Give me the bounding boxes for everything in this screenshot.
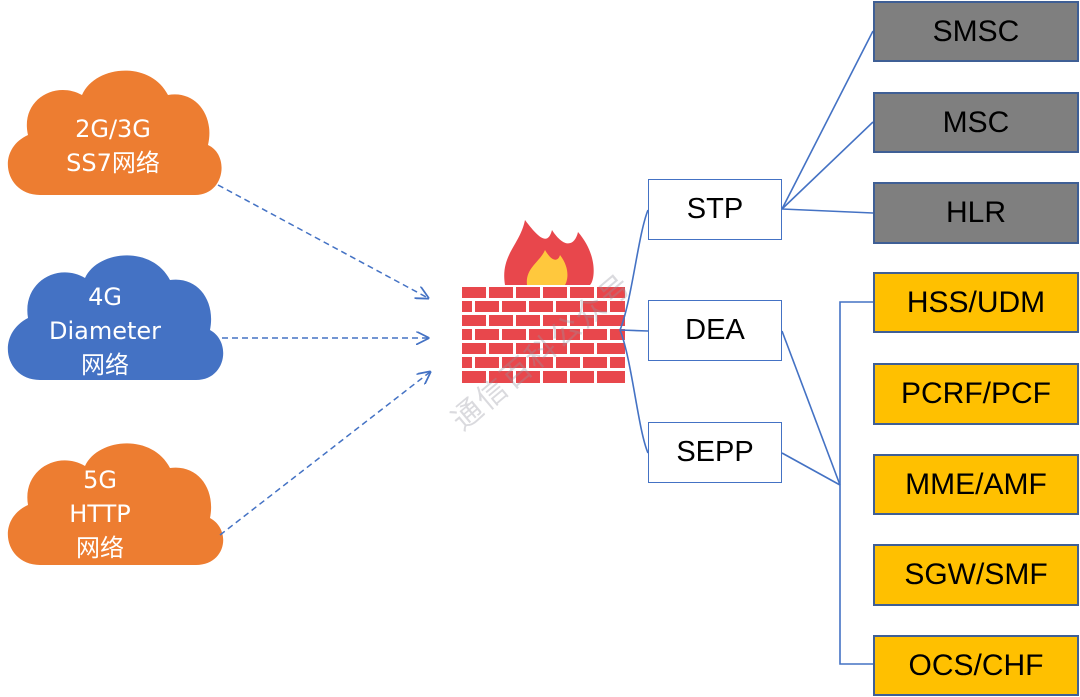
node-hlr: HLR [873,182,1079,244]
cloud-diameter: 4G Diameter 网络 [30,280,180,382]
cloud-ss7-shape [7,70,222,195]
arrow-http-to-firewall [219,372,430,536]
cloud-http-line-2: HTTP [69,500,131,528]
node-smsc: SMSC [873,1,1079,62]
stp-links [781,30,874,214]
node-mme-amf: MME/AMF [873,454,1079,515]
node-msc: MSC [873,92,1079,153]
cloud-ss7-line-2: SS7网络 [66,149,160,177]
gateway-dea: DEA [648,300,782,361]
cloud-diameter-shape [7,255,224,380]
firewall-icon [462,220,627,387]
cloud-http-shape [7,443,224,565]
cloud-http-line-1: 5G [83,466,117,494]
cloud-http-line-3: 网络 [76,534,124,562]
arrow-ss7-to-firewall [217,184,428,298]
cloud-ss7: 2G/3G SS7网络 [38,112,188,180]
node-hss-udm: HSS/UDM [873,272,1079,333]
firewall-to-gateway-links [619,209,649,454]
node-ocs-chf: OCS/CHF [873,635,1079,696]
node-sgw-smf: SGW/SMF [873,544,1079,606]
gateway-stp: STP [648,179,782,240]
cloud-diameter-line-3: 网络 [81,351,129,379]
cloud-diameter-line-1: 4G [88,283,122,311]
gateway-sepp: SEPP [648,422,782,483]
cloud-http: 5G HTTP 网络 [25,463,175,565]
cloud-diameter-line-2: Diameter [48,317,162,345]
cloud-ss7-line-1: 2G/3G [75,115,151,143]
core-bracket-links [781,301,873,665]
node-pcrf-pcf: PCRF/PCF [873,363,1079,425]
